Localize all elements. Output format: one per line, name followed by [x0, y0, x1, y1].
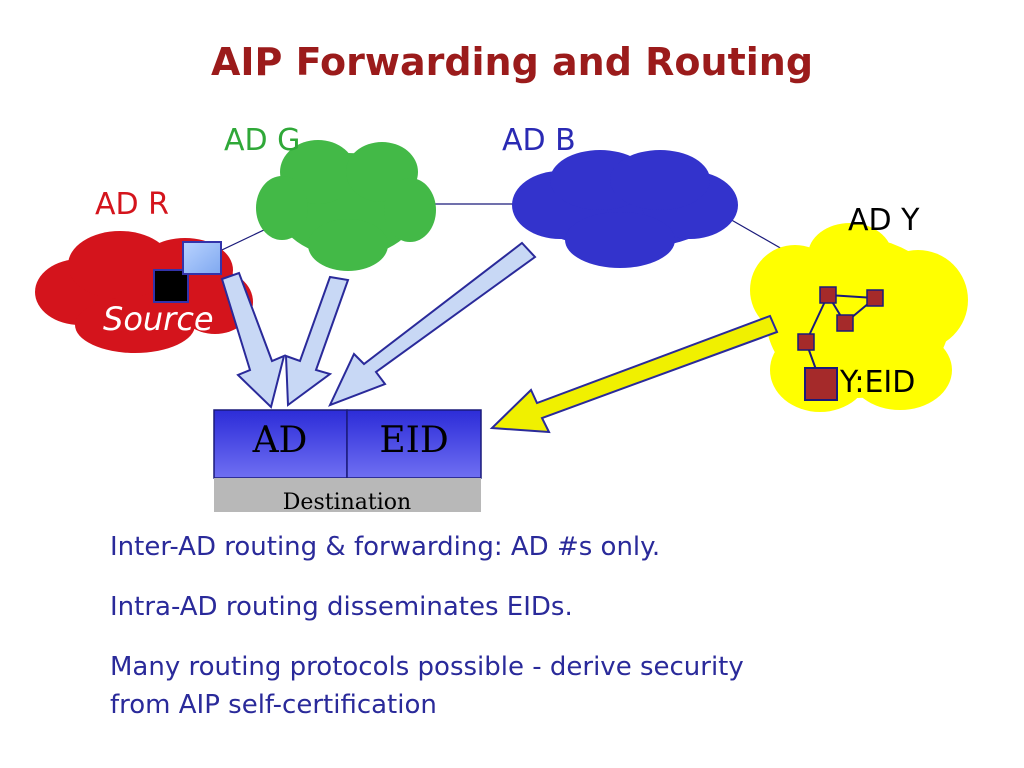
label-source: Source: [103, 300, 214, 338]
address-caption-bar: [214, 478, 481, 512]
label-ad-y: AD Y: [848, 203, 920, 238]
address-ad-label: AD: [252, 420, 308, 461]
arrow-from-ad-g: [284, 275, 350, 407]
arrow-from-ad-r: [220, 271, 286, 409]
cloud-ad-b: [512, 150, 738, 268]
slide-title: AIP Forwarding and Routing: [210, 40, 814, 84]
bullet-1: Inter-AD routing & forwarding: AD #s onl…: [110, 532, 661, 562]
label-ad-g: AD G: [224, 123, 300, 158]
router-node-icon: [836, 314, 854, 332]
address-eid-field: [346, 409, 482, 479]
arrow-from-ad-b: [328, 241, 537, 407]
router-node-icon: [797, 333, 815, 351]
source-host-icon: [153, 269, 189, 303]
bullet-4: from AIP self-certification: [110, 690, 437, 720]
arrows-inter-ad: [220, 241, 537, 409]
border-router-icon: [182, 241, 222, 275]
bullet-2: Intra-AD routing disseminates EIDs.: [110, 592, 573, 622]
arrow-from-ad-y: [489, 314, 779, 434]
bullet-3: Many routing protocols possible - derive…: [110, 652, 744, 682]
endpoint-host-icon: [804, 367, 838, 401]
address-box: AD EID Destination: [213, 409, 482, 515]
ad-y-router-graph: [797, 286, 884, 401]
router-node-icon: [866, 289, 884, 307]
address-eid-label: EID: [379, 420, 448, 461]
label-y-eid: Y:EID: [839, 365, 915, 400]
router-node-icon: [819, 286, 837, 304]
address-caption: Destination: [283, 490, 411, 515]
label-ad-b: AD B: [502, 123, 576, 158]
cloud-ad-g: [256, 140, 436, 271]
label-ad-r: AD R: [95, 187, 169, 222]
